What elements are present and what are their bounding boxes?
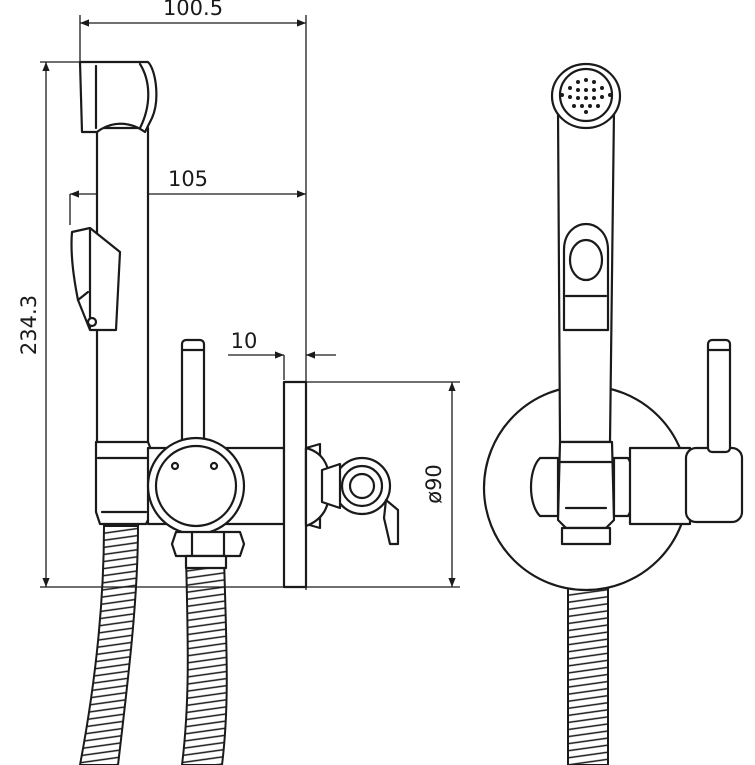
side-mixer-rod [180,338,206,452]
front-view [482,62,744,765]
side-hose-left [78,525,140,765]
front-mixer-body [628,446,692,526]
dim-label-mid-width: 105 [168,167,208,191]
side-wall-plate [282,380,308,589]
side-hose-right [180,555,228,765]
dimension-plate-gap: 10 [228,329,336,380]
dimension-height: 234.3 [17,61,284,588]
front-mixer-rod [706,338,732,454]
dim-label-height: 234.3 [17,295,41,355]
dim-label-plate-gap: 10 [231,329,258,353]
dim-label-plate-diameter: ø90 [422,464,446,504]
side-hex-nut [170,530,246,558]
dim-label-top-width: 100.5 [163,0,223,20]
front-nozzle-holes [560,78,612,114]
connector-view [304,446,400,546]
side-trigger-lever [70,226,122,332]
connector-handle-tab [382,498,400,546]
front-holder-bracket [556,440,616,530]
front-mixer-cap [684,446,744,524]
dimension-plate-diameter: ø90 [306,381,460,588]
side-spray-head [78,60,158,134]
side-view [70,60,322,765]
